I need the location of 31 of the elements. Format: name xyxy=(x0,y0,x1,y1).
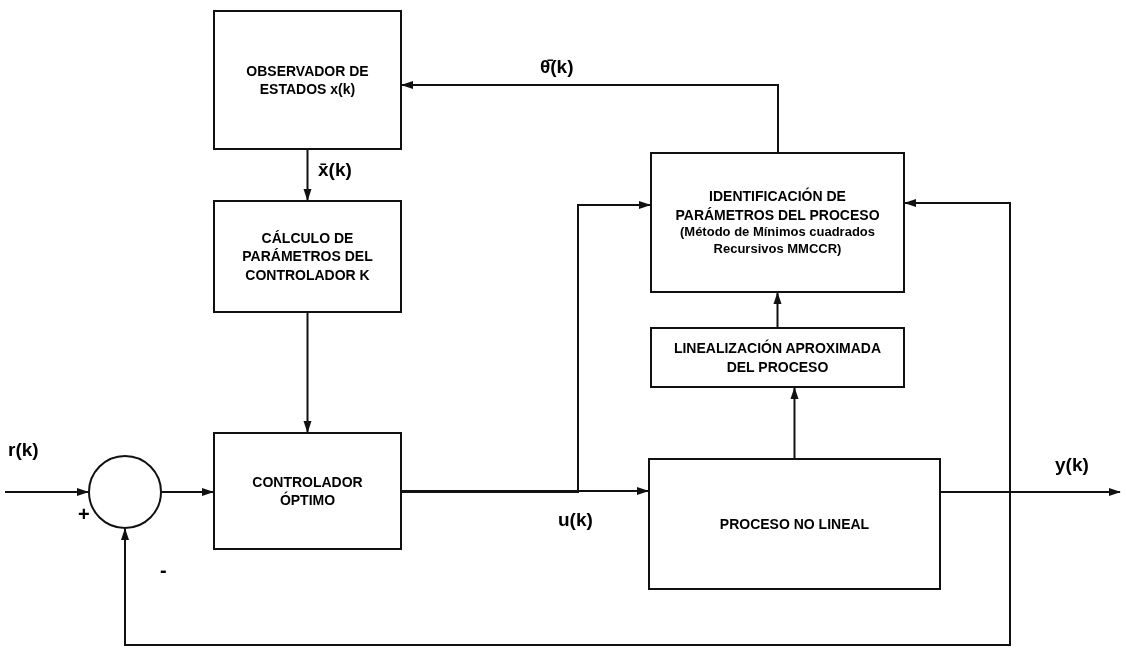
signal-label: x̄(k) xyxy=(318,160,352,179)
arrow xyxy=(303,149,312,201)
signal-label: θ̄(k) xyxy=(540,57,574,76)
block-box xyxy=(213,432,402,550)
block-box xyxy=(213,200,402,313)
arrow xyxy=(401,81,779,153)
block-box xyxy=(650,327,905,388)
block-title: LINEALIZACIÓN APROXIMADA DEL PROCESO xyxy=(672,339,883,376)
arrow xyxy=(4,488,89,496)
block-subtitle: (Método de Mínimos cuadrados Recursivos MMCCR) xyxy=(679,223,876,258)
signal-label: u(k) xyxy=(558,510,593,529)
arrow xyxy=(161,488,214,496)
block-title: OBSERVADOR DE ESTADOS x(k) xyxy=(245,61,370,99)
block-box xyxy=(648,458,941,590)
sign-label: + xyxy=(78,504,90,524)
block-title: CONTROLADOR ÓPTIMO xyxy=(251,472,364,510)
block-title: PROCESO NO LINEAL xyxy=(719,514,870,534)
signal-label: y(k) xyxy=(1055,455,1089,474)
arrow xyxy=(401,201,651,493)
arrow xyxy=(773,292,782,328)
arrow xyxy=(790,387,799,459)
block-title: IDENTIFICACIÓN DE PARÁMETROS DEL PROCESO xyxy=(674,187,881,224)
arrow xyxy=(303,312,312,433)
block-box xyxy=(213,10,402,150)
block-title: CÁLCULO DE PARÁMETROS DEL CONTROLADOR K xyxy=(241,229,374,284)
arrow xyxy=(121,491,1011,646)
sign-label: - xyxy=(160,560,167,580)
arrow xyxy=(401,487,649,495)
block-box xyxy=(650,152,905,293)
signal-label: r(k) xyxy=(8,440,39,459)
arrow xyxy=(904,199,1011,493)
